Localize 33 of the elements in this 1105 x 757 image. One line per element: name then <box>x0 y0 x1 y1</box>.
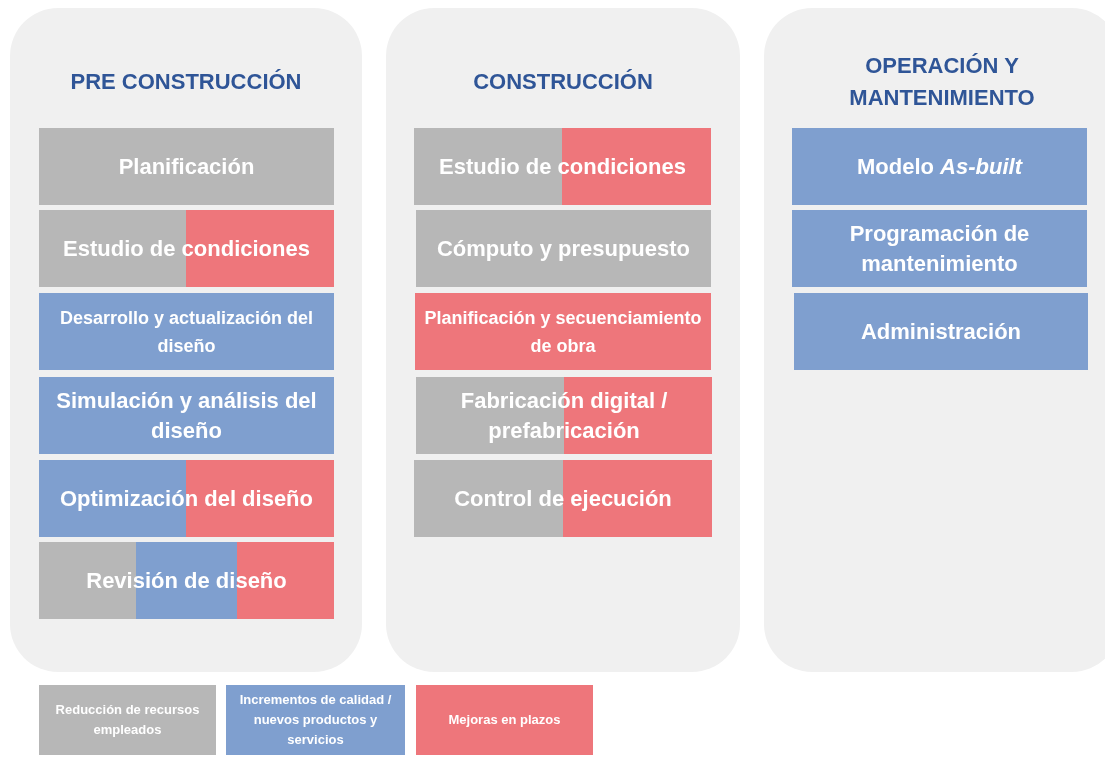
box-label: Programación de mantenimiento <box>848 219 1031 278</box>
process-box <box>414 128 711 205</box>
box-label: Modelo As-built <box>857 152 1022 181</box>
process-box <box>39 128 334 205</box>
box-label: Cómputo y presupuesto <box>437 234 690 263</box>
box-label: Desarrollo y actualización del diseño <box>58 306 315 358</box>
process-box <box>39 377 334 454</box>
phase-panel <box>386 8 740 672</box>
phase-title: CONSTRUCCIÓN <box>472 68 654 96</box>
process-box <box>416 210 711 287</box>
box-label: Estudio de condiciones <box>63 234 310 263</box>
process-box <box>792 210 1087 287</box>
box-label: Simulación y análisis del diseño <box>55 386 318 445</box>
process-box <box>794 293 1088 370</box>
process-box <box>416 377 712 454</box>
process-box <box>415 293 711 370</box>
legend-text: Reducción de recursos empleados <box>54 701 201 739</box>
phase-title: OPERACIÓN Y MANTENIMIENTO <box>848 52 1036 112</box>
box-label: Estudio de condiciones <box>439 152 686 181</box>
box-label: Planificación <box>118 152 255 181</box>
phase-title: PRE CONSTRUCCIÓN <box>69 68 303 96</box>
process-box <box>792 128 1087 205</box>
process-box <box>39 460 334 537</box>
box-label: Administración <box>860 317 1022 346</box>
legend-text: Incrementos de calidad / nuevos productos y servicios <box>238 691 393 749</box>
phase-panel <box>10 8 362 672</box>
process-box <box>414 460 712 537</box>
process-box <box>39 293 334 370</box>
process-box <box>39 542 334 619</box>
phase-panel <box>764 8 1105 672</box>
box-label: Planificación y secuenciamiento de obra <box>423 306 703 358</box>
legend-text: Mejoras en plazos <box>448 711 561 729</box>
process-box <box>39 210 334 287</box>
